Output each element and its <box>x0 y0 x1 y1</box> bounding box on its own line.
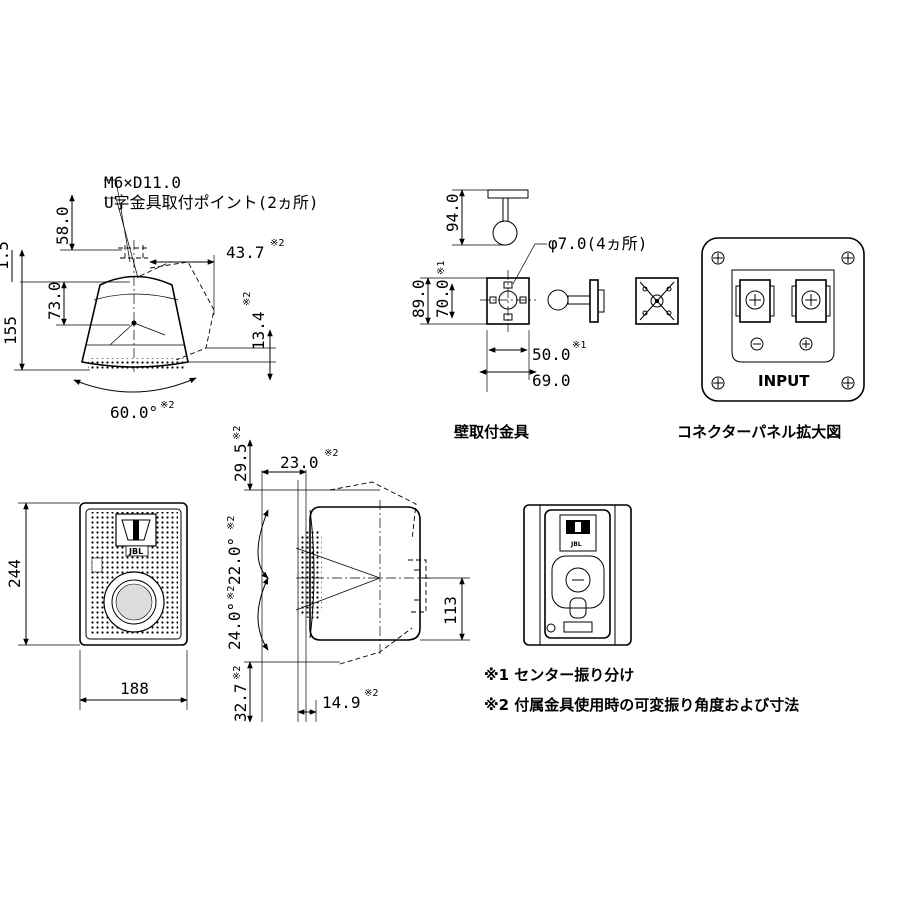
front-view: JBL 244 188 <box>5 502 188 710</box>
dim-50: 50.0 <box>532 345 571 364</box>
dim-89: 89.0 <box>409 279 428 318</box>
side-view-rotated-down <box>339 627 413 665</box>
dim-94: 94.0 <box>443 193 462 232</box>
dim-23-note: ※2 <box>324 448 338 459</box>
dim-188: 188 <box>120 679 149 698</box>
side-view-body <box>309 506 421 641</box>
dim-43-7: 43.7 <box>226 243 265 262</box>
side-view-rotated-up <box>329 481 417 541</box>
dim-14-9-note: ※2 <box>364 688 378 699</box>
note-1: ※1 センター振り分け <box>484 666 634 684</box>
panel-screw-tr <box>841 251 855 265</box>
dim-13-4: 13.4 <box>249 311 268 350</box>
front-logo: JBL <box>128 547 143 556</box>
dim-32-7-note: ※2 <box>232 666 243 680</box>
top-view-grille <box>88 358 184 370</box>
tweeter-horn <box>115 513 157 547</box>
top-view: M6×D11.0 U字金具取付ポイント(2ヵ所) 58.0 1.5 73.0 1… <box>0 173 319 422</box>
dim-24: 24.0° <box>225 602 244 650</box>
rear-view-body <box>523 504 632 646</box>
connector-caption: コネクターパネル拡大図 <box>677 423 841 441</box>
panel-screw-br <box>841 376 855 390</box>
plus-icon <box>799 337 813 351</box>
rear-badge: JBL <box>570 541 582 548</box>
dim-43-7-note: ※2 <box>270 238 284 249</box>
wall-bracket-view: 94.0 φ7.0(4ヵ所) 89.0 70.0 ※1 50.0 ※1 69.0 <box>409 189 679 441</box>
dim-60-note: ※2 <box>160 400 174 411</box>
note-2: ※2 付属金具使用時の可変振り角度および寸法 <box>484 696 799 714</box>
panel-screw-bl <box>711 376 725 390</box>
hole-label: φ7.0(4ヵ所) <box>548 234 647 253</box>
dim-58: 58.0 <box>53 206 72 245</box>
dim-29-5-note: ※2 <box>232 426 243 440</box>
mount-square <box>635 277 679 325</box>
dim-60: 60.0° <box>110 403 158 422</box>
dim-14-9: 14.9 <box>322 693 361 712</box>
dim-70: 70.0 <box>433 279 452 318</box>
dim-69: 69.0 <box>532 371 571 390</box>
dim-244: 244 <box>5 559 24 588</box>
dim-50-note: ※1 <box>572 340 586 351</box>
panel-screw-tl <box>711 251 725 265</box>
bracket-caption: 壁取付金具 <box>454 423 529 441</box>
dim-155: 155 <box>1 316 20 345</box>
dim-29-5: 29.5 <box>231 443 250 482</box>
dim-113: 113 <box>441 596 460 625</box>
minus-icon <box>750 337 764 351</box>
screw-label: M6×D11.0 <box>104 173 181 192</box>
rear-view: JBL <box>523 504 632 646</box>
input-label: INPUT <box>758 372 810 390</box>
side-view: 29.5 ※2 23.0 ※2 22.0° ※2 24.0° ※2 113 32… <box>225 426 470 723</box>
rear-panel <box>544 509 611 639</box>
dim-22-note: ※2 <box>226 516 237 530</box>
dim-23: 23.0 <box>280 453 319 472</box>
dim-32-7: 32.7 <box>231 683 250 722</box>
dim-22: 22.0° <box>225 537 244 585</box>
dim-70-note: ※1 <box>436 261 447 275</box>
connector-panel-outer <box>701 237 865 402</box>
dim-1-5: 1.5 <box>0 241 12 270</box>
notes: ※1 センター振り分け ※2 付属金具使用時の可変振り角度および寸法 <box>484 666 799 714</box>
dim-24-note: ※2 <box>226 586 237 600</box>
connector-panel-view: INPUT コネクターパネル拡大図 <box>677 237 865 441</box>
dim-13-4-note: ※2 <box>242 292 253 306</box>
bracket-point-label: U字金具取付ポイント(2ヵ所) <box>104 193 319 212</box>
dim-73: 73.0 <box>45 281 64 320</box>
front-view-body <box>79 502 188 646</box>
